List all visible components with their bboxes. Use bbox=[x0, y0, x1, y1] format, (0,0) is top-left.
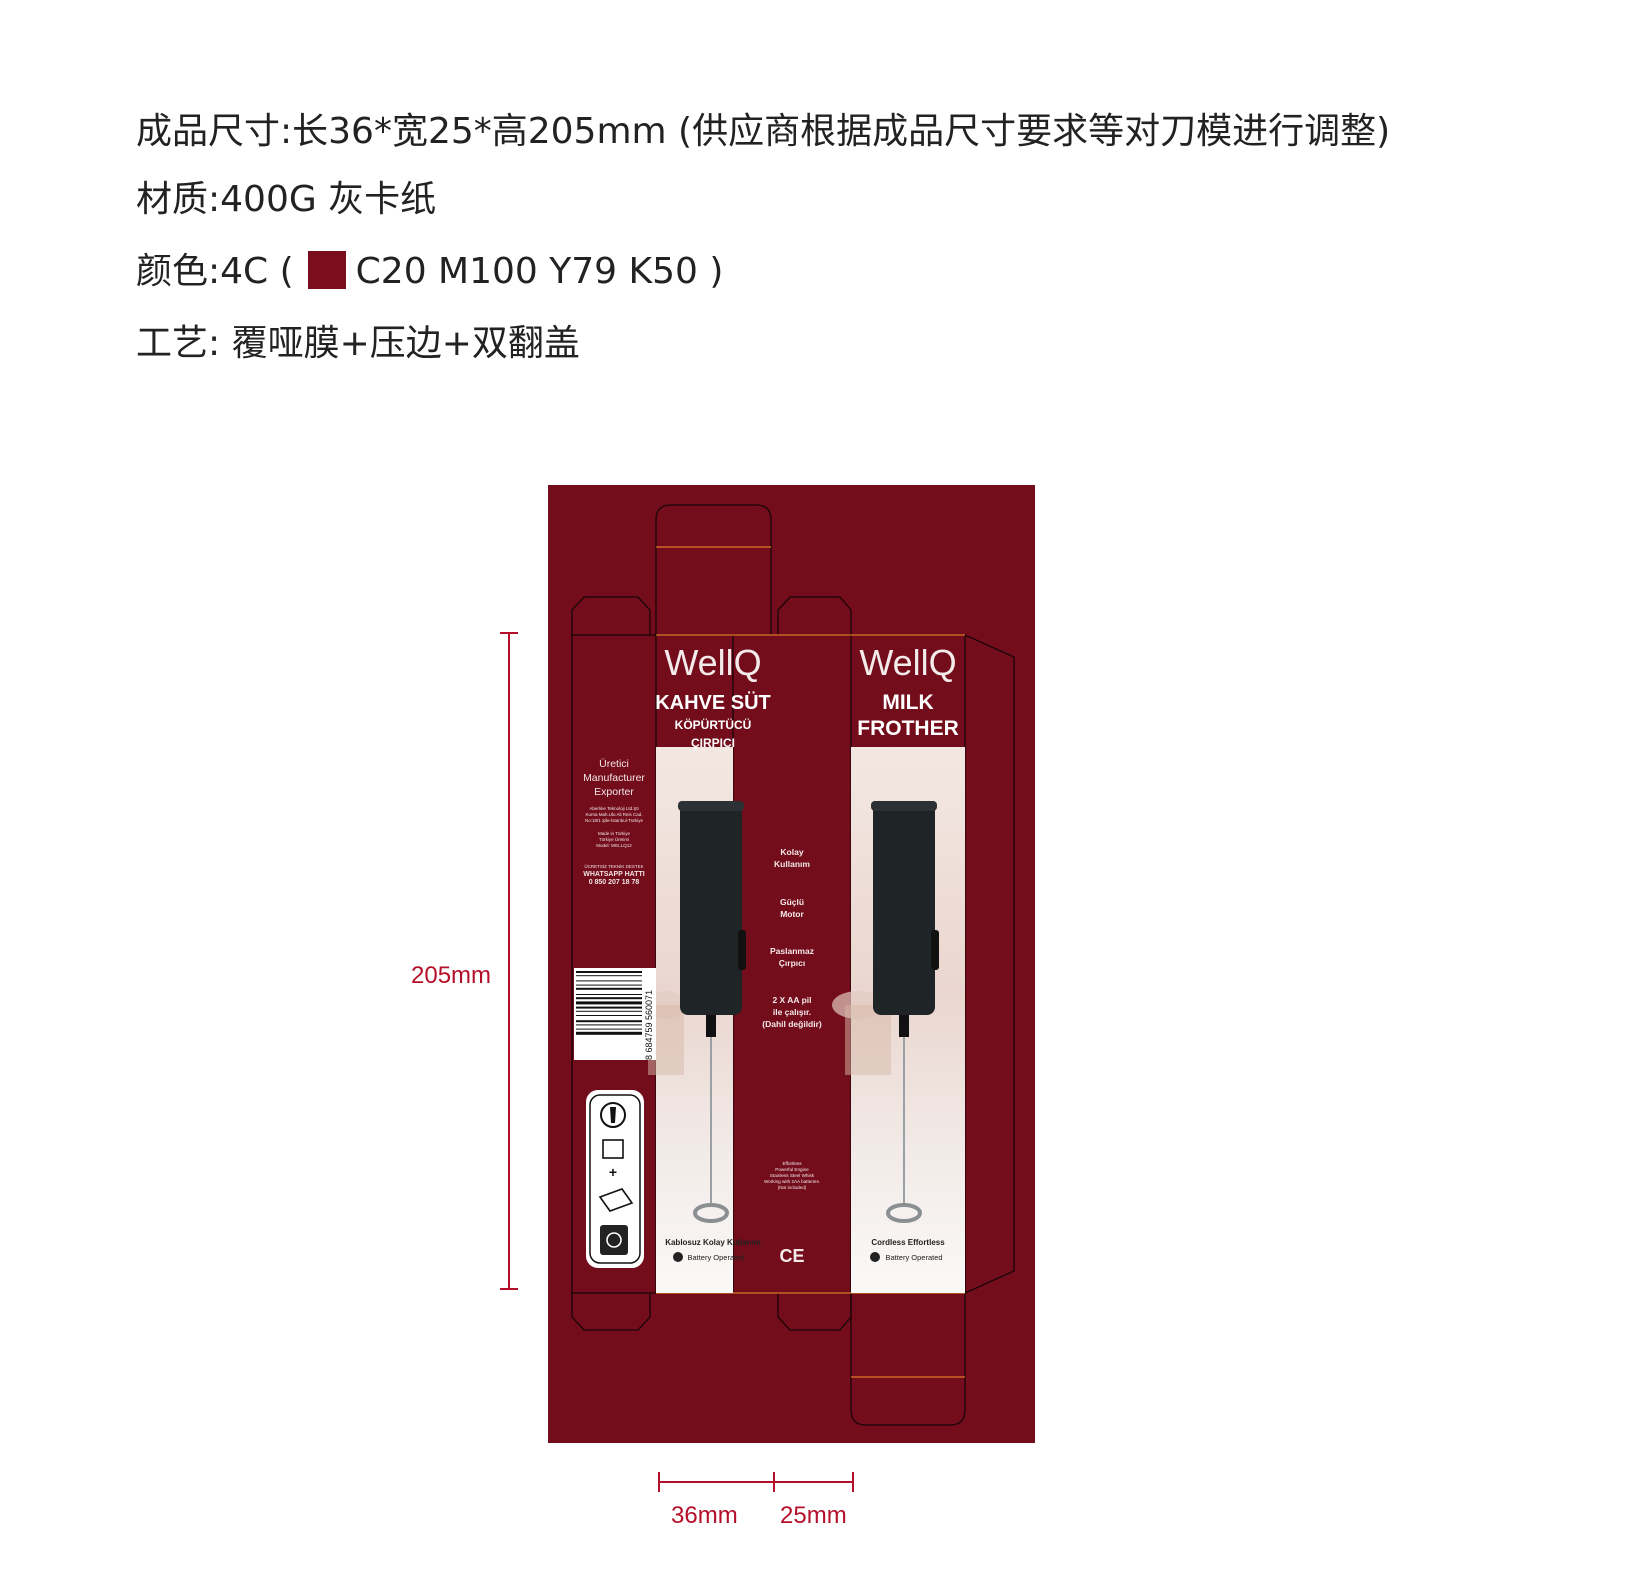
maker-line-1: Üretici bbox=[599, 758, 629, 770]
origin-line-2: Türkiye Üretimi bbox=[599, 836, 629, 842]
height-label: 205mm bbox=[411, 962, 492, 989]
side-mid-features: Kolay Kullanım Güçlü Motor Paslanmaz Çır… bbox=[762, 847, 822, 1029]
barcode-bar bbox=[576, 1020, 642, 1023]
feature-4b: ile çalışır. bbox=[773, 1007, 811, 1017]
feature-2b: Motor bbox=[780, 909, 804, 919]
small-3: Stainless Steel Whisk bbox=[770, 1173, 815, 1178]
length-label: 36mm bbox=[671, 1502, 738, 1529]
battery-tr: Battery Operated bbox=[687, 1253, 744, 1262]
frother-image-tr bbox=[678, 801, 746, 1223]
width-cap-right bbox=[852, 1472, 854, 1492]
origin-line-1: Made in Türkiye bbox=[598, 831, 630, 836]
barcode-bar bbox=[576, 997, 642, 1000]
spec-process: 工艺: 覆哑膜+压边+双翻盖 bbox=[136, 323, 580, 364]
feature-1b: Kullanım bbox=[774, 859, 810, 869]
tidyman-icon bbox=[600, 1102, 626, 1128]
dieline-sheet: WellQ KAHVE SÜT KÖPÜRTÜCÜ ÇIRPICI Kablos… bbox=[548, 485, 1035, 1443]
footer-en: Cordless Effortless bbox=[871, 1238, 945, 1247]
frother-image-en bbox=[871, 801, 939, 1223]
top-dust-left bbox=[571, 596, 651, 635]
title-tr-line3: ÇIRPICI bbox=[691, 736, 735, 750]
recycling-info: + bbox=[586, 1090, 644, 1268]
width-label: 25mm bbox=[780, 1502, 847, 1529]
width-dimension-line bbox=[658, 1481, 854, 1483]
spec-size: 成品尺寸:长36*宽25*高205mm (供应商根据成品尺寸要求等对刀模进行调整… bbox=[136, 111, 1391, 152]
battery-icon-en bbox=[870, 1252, 880, 1262]
side-mid-small: Effortless Powerful Engine Stainless Ste… bbox=[764, 1161, 820, 1190]
paper-icon bbox=[598, 1188, 634, 1212]
ce-mark: CE bbox=[779, 1246, 804, 1266]
small-2: Powerful Engine bbox=[775, 1167, 809, 1172]
battery-en: Battery Operated bbox=[885, 1253, 942, 1262]
height-dimension-line bbox=[508, 632, 510, 1290]
bottom-dust-mid bbox=[777, 1293, 852, 1331]
barcode-bar bbox=[576, 994, 642, 995]
height-cap-top bbox=[500, 632, 518, 634]
barcode-bar bbox=[576, 987, 642, 990]
small-5: (Not included) bbox=[778, 1185, 807, 1190]
barcode-bar bbox=[576, 1024, 642, 1026]
color-swatch bbox=[307, 251, 346, 289]
feature-2a: Güçlü bbox=[780, 897, 804, 907]
barcode-bar bbox=[576, 1001, 642, 1005]
barcode: 8 684759 560071 bbox=[574, 968, 656, 1060]
feature-4c: (Dahil değildir) bbox=[762, 1019, 822, 1029]
support-line-3: 0 850 207 18 78 bbox=[589, 879, 640, 886]
dieline-svg: WellQ KAHVE SÜT KÖPÜRTÜCÜ ÇIRPICI Kablos… bbox=[571, 504, 1015, 1426]
barcode-bar bbox=[576, 1006, 642, 1009]
title-tr-line2: KÖPÜRTÜCÜ bbox=[675, 717, 752, 732]
barcode-number: 8 684759 560071 bbox=[644, 990, 654, 1060]
recycle-bin-icon bbox=[600, 1225, 628, 1255]
width-cap-mid bbox=[773, 1472, 775, 1492]
barcode-bar bbox=[576, 1031, 642, 1035]
address-line-3: No:18/1 Şile-İstanbul-Türkiye bbox=[585, 817, 644, 823]
height-cap-bottom bbox=[500, 1288, 518, 1290]
bottom-dust-left bbox=[571, 1293, 651, 1331]
cut-line-glue-flap bbox=[964, 634, 1015, 1294]
spec-material: 材质:400G 灰卡纸 bbox=[136, 179, 437, 220]
plus-sign: + bbox=[609, 1164, 617, 1180]
barcode-bar bbox=[576, 975, 642, 977]
title-tr-line1: KAHVE SÜT bbox=[655, 691, 771, 714]
support-line-1: ÜCRETSİZ TEKNİK DESTEK bbox=[584, 863, 643, 869]
bottom-flap-en bbox=[850, 1293, 966, 1426]
barcode-bar bbox=[576, 984, 642, 986]
top-dust-mid bbox=[777, 596, 852, 635]
side-left-info: Üretici Manufacturer Exporter Aberline T… bbox=[583, 758, 645, 886]
feature-4a: 2 X AA pil bbox=[772, 995, 811, 1005]
barcode-bar bbox=[576, 971, 642, 973]
spec-color: 颜色:4C ( C20 M100 Y79 K50 ) bbox=[136, 250, 723, 294]
maker-line-2: Manufacturer bbox=[583, 772, 645, 784]
support-line-2: WHATSAPP HATTI bbox=[583, 871, 644, 878]
feature-1a: Kolay bbox=[780, 847, 803, 857]
address-line-2: Kurna Mah.Ulu Ali Reis Cad. bbox=[585, 812, 642, 817]
feature-3a: Paslanmaz bbox=[770, 946, 814, 956]
footer-tr: Kablosuz Kolay Kullanım bbox=[665, 1238, 761, 1247]
brand-logo-tr: WellQ bbox=[664, 642, 761, 683]
title-en-line1: MILK bbox=[882, 691, 933, 714]
maker-line-3: Exporter bbox=[594, 786, 634, 798]
barcode-bar bbox=[576, 980, 642, 982]
origin-line-3: Model: WELLQ12 bbox=[596, 843, 632, 848]
barcode-bar bbox=[576, 1028, 642, 1030]
title-en-line2: FROTHER bbox=[857, 717, 959, 740]
battery-icon-tr bbox=[673, 1252, 683, 1262]
barcode-bar bbox=[576, 1010, 642, 1012]
spec-color-prefix: 颜色:4C ( bbox=[136, 251, 294, 292]
brand-logo-en: WellQ bbox=[859, 642, 956, 683]
box-icon bbox=[602, 1139, 624, 1159]
small-1: Effortless bbox=[782, 1161, 802, 1166]
address-line-1: Aberline Teknoloji Ltd.Şti bbox=[589, 806, 638, 811]
barcode-bar bbox=[576, 1015, 642, 1016]
width-cap-left bbox=[658, 1472, 660, 1492]
feature-3b: Çırpıcı bbox=[779, 958, 805, 968]
top-flap-tr bbox=[655, 504, 772, 635]
spec-color-values: C20 M100 Y79 K50 ) bbox=[355, 251, 724, 292]
small-4: Working with 2AA batteries. bbox=[764, 1179, 820, 1184]
